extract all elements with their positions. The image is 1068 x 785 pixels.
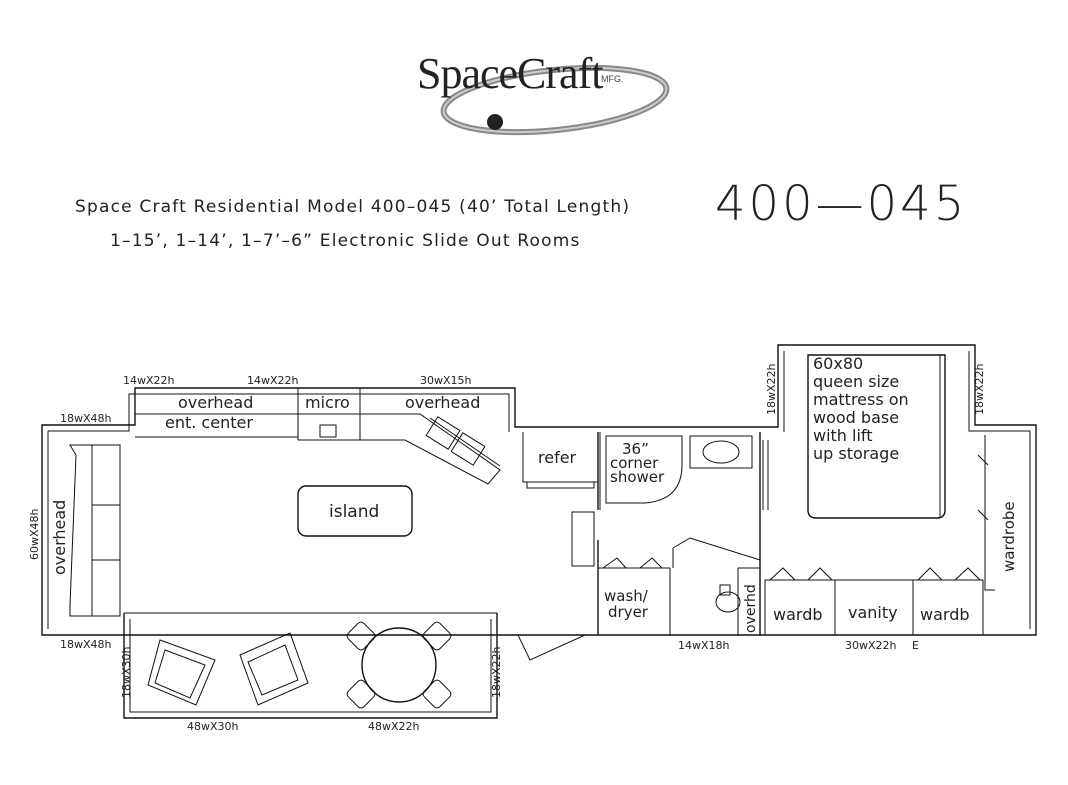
wash-label: wash/ xyxy=(604,587,649,605)
island-label: island xyxy=(329,502,379,522)
overhead-right-label: overhead xyxy=(405,393,480,412)
dim-48x22: 48wX22h xyxy=(368,720,420,733)
bed xyxy=(807,354,946,519)
bath-walls xyxy=(571,432,769,636)
recliner-left xyxy=(147,639,216,706)
kitchen-cabinets xyxy=(135,388,501,485)
dim-30x22: 30wX22h xyxy=(845,639,897,652)
bed-label-4: wood base xyxy=(813,408,899,427)
dim-14x22-b: 14wX22h xyxy=(247,374,299,387)
logo-suffix: MFG. xyxy=(601,74,624,84)
shower-label-1: 36” xyxy=(622,440,649,458)
bed-label-2: queen size xyxy=(813,372,899,391)
overhead-left-label: overhead xyxy=(50,500,69,575)
vanity-label: vanity xyxy=(848,603,898,622)
exterior-walls xyxy=(41,344,1037,636)
dim-18x48-bottom: 18wX48h xyxy=(60,638,112,651)
model-number: 400—045 xyxy=(715,176,968,232)
refer-label: refer xyxy=(538,448,577,467)
dim-18x22-slide: 18wX22h xyxy=(490,646,503,698)
ent-center-label: ent. center xyxy=(165,413,253,432)
dim-18x22-bed-left: 18wX22h xyxy=(765,363,778,415)
overhead-top-label: overhead xyxy=(178,393,253,412)
dim-30x15: 30wX15h xyxy=(420,374,472,387)
logo-swoosh xyxy=(440,64,670,136)
spacecraft-logo: SpaceCraft MFG. xyxy=(405,38,675,148)
island xyxy=(297,485,413,537)
entry-door xyxy=(517,634,586,661)
dim-18x30: 18wX30h xyxy=(120,646,133,698)
living-slide xyxy=(123,612,498,719)
bedroom-wardrobes xyxy=(764,435,995,635)
dim-e: E xyxy=(912,639,919,652)
dim-60x48: 60wX48h xyxy=(28,508,41,560)
shower-label-2: corner xyxy=(610,454,659,472)
dim-14x22-a: 14wX22h xyxy=(123,374,175,387)
bed-label-5: with lift xyxy=(813,426,873,445)
dryer-label: dryer xyxy=(608,603,649,621)
shower-label-3: shower xyxy=(610,468,665,486)
micro-label: micro xyxy=(305,393,350,412)
wardb-right-label: wardb xyxy=(920,605,970,624)
dim-18x22-bed-right: 18wX22h xyxy=(973,363,986,415)
bed-label-6: up storage xyxy=(813,444,899,463)
logo-brand: SpaceCraft xyxy=(417,49,603,98)
dim-48x30: 48wX30h xyxy=(187,720,239,733)
wardrobe-label: wardrobe xyxy=(1000,501,1018,572)
dining-table xyxy=(346,621,452,709)
slide-out-description: 1–15’, 1–14’, 1–7’–6” Electronic Slide O… xyxy=(110,231,581,251)
wardb-left-label: wardb xyxy=(773,605,823,624)
recliner-right xyxy=(239,632,309,706)
bed-label-3: mattress on xyxy=(813,390,909,409)
dim-14x18: 14wX18h xyxy=(678,639,730,652)
dim-18x48-top: 18wX48h xyxy=(60,412,112,425)
model-description: Space Craft Residential Model 400–045 (4… xyxy=(75,197,631,217)
overhd-label: overhd xyxy=(743,584,759,633)
sofa xyxy=(69,444,121,617)
bed-label-1: 60x80 xyxy=(813,354,863,373)
